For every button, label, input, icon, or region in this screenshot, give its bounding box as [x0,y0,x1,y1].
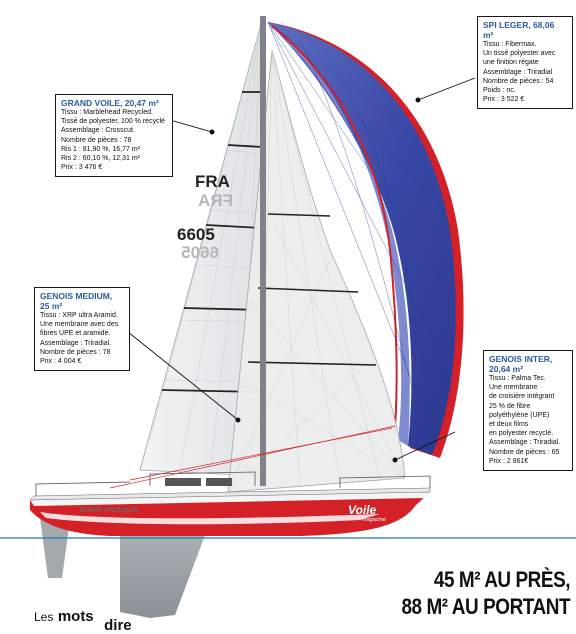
race-number: 6605 [177,225,215,244]
callout-line: et deux films [489,421,529,429]
callout-line: Tissu : Palma Tec. [489,375,546,382]
callout-genois-medium: GENOIS MEDIUM, 25 m² Tissu : XRP ultra A… [34,287,130,372]
callout-line: Tissu : Fibermax. [483,41,537,48]
callout-line: Assemblage : Crosscut. [61,127,135,135]
callout-line: Nombre de pièces : 78 [61,136,132,144]
callout-line: Nombre de pièces : 54 [483,77,554,85]
headline: 45 M² AU PRÈS, 88 M² AU PORTANT [401,566,570,620]
callout-line: fibres UPE et aramide. [40,330,111,338]
hull-logo: Voile [348,503,377,517]
callout-title: GENOIS MEDIUM, [40,291,113,301]
callout-line: Nombre de pièces : 65 [489,448,560,456]
footer-teaser: Les mots dire [34,608,132,634]
headline-line1: 45 M² AU PRÈS, [433,567,571,592]
callout-spi-leger: SPI LEGER, 68,06 m² Tissu : Fibermax. Un… [477,16,573,110]
mast [260,16,266,486]
rigging-lines [109,425,396,489]
callout-line: Poids : nc. [483,87,516,95]
headline-line2: 88 M² AU PORTANT [401,594,570,619]
keel [40,518,210,618]
hull: SUPER ARLEQUIN Voile magazine [29,471,431,536]
callout-title: SPI LEGER, 68,06 m² [483,20,555,40]
callout-genois-inter: GENOIS INTER, 20,64 m² Tissu : Palma Tec… [483,350,573,472]
hull-name: SUPER ARLEQUIN [80,507,138,514]
hull-logo-sub: magazine [362,517,386,523]
callout-line: Nombre de pièces : 78 [40,348,111,356]
footer-word: dire [104,617,132,634]
callout-line: Prix : 2 861€ [489,457,529,465]
sail-number-reversed: FRA [198,191,233,210]
footer-word: Les [34,610,54,624]
footer-word: mots [57,608,94,625]
sail-number: FRA [195,172,230,191]
callout-line: Une membrane avec des [40,321,119,329]
callout-title: 25 m² [40,301,63,311]
callout-line: une finition régate [483,59,539,67]
callout-line: Ris 2 : 60,10 %, 12,31 m² [61,155,140,163]
spinnaker [267,21,464,458]
race-number-reversed: 6605 [181,243,219,262]
callout-line: Ris 1 : 81,90 %, 16,77 m² [61,145,140,153]
callout-line: Tissé de polyester, 100 % recyclé [61,118,166,126]
callout-grand-voile: GRAND VOILE, 20,47 m² Tissu : Marblehead… [55,94,173,178]
callout-line: Assemblage : Triradial [483,68,553,76]
callout-line: Assemblage : Triradial. [489,439,561,447]
callout-line: en polyester recyclé. [489,430,554,438]
callout-line: Prix : 3 476 € [61,164,103,172]
callout-line: Assemblage : Triradial. [40,339,112,347]
callout-line: Tissu : Marblehead Recycled. [61,109,153,116]
callout-line: Tissu : XRP ultra Aramid. [40,312,118,319]
callout-title: GRAND VOILE, 20,47 m² [61,98,159,108]
callout-line: Prix : 4 004 € [40,358,82,366]
callout-title: 20,64 m² [489,364,524,374]
callout-line: Un tissé polyester avec [483,50,556,58]
callout-title: GENOIS INTER, [489,354,553,364]
callout-line: Prix : 3 522 € [483,96,525,104]
callout-line: de croisière intégrant [489,393,555,401]
callout-leaders [127,77,476,463]
callout-line: Une membrane [489,384,538,392]
callout-line: polyéthylène (UPE) [489,411,550,419]
callout-line: 25 % de fibre [489,402,531,410]
